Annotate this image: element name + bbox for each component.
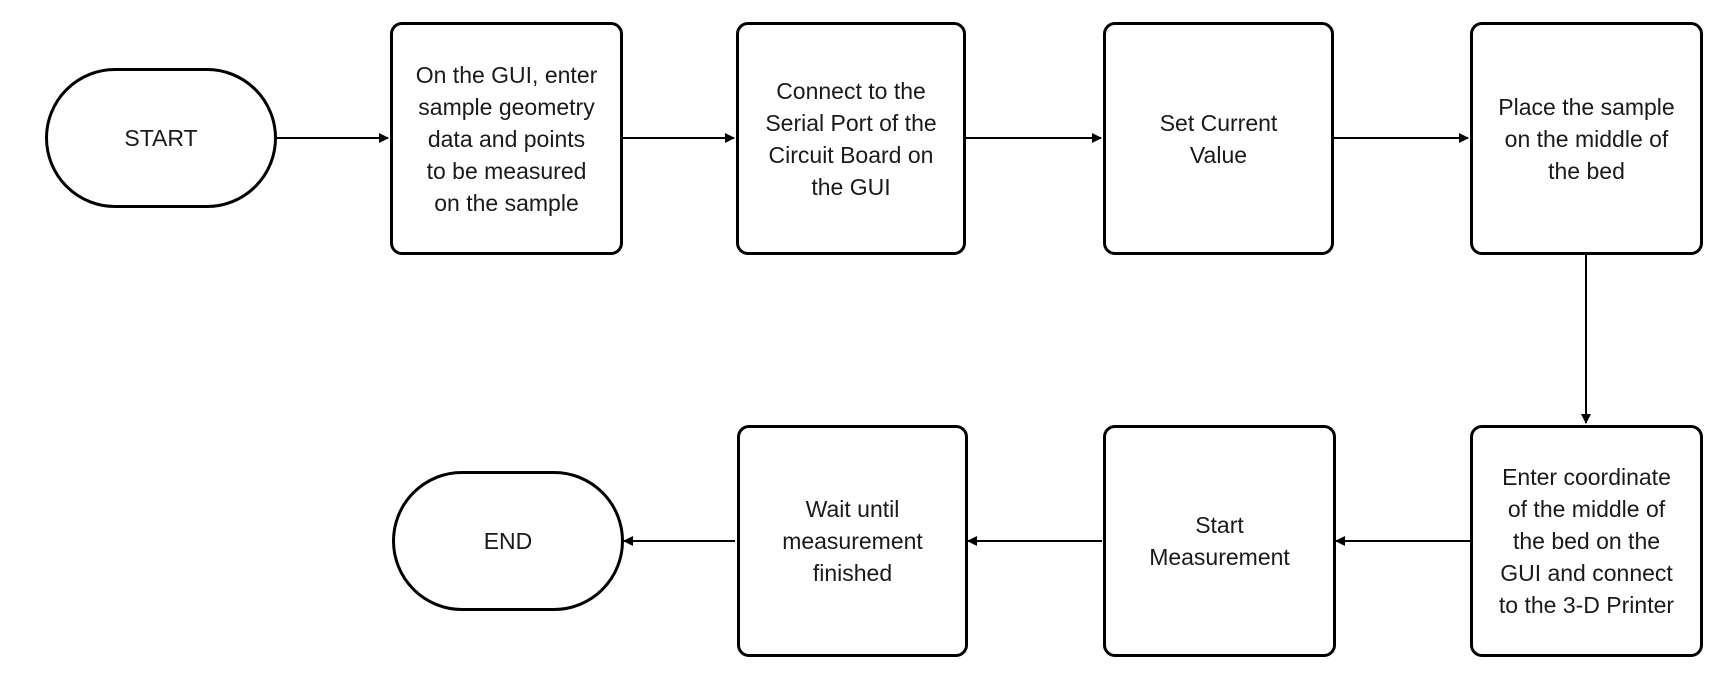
- step-enter-sample-geometry-label: On the GUI, enter sample geometry data a…: [415, 61, 598, 216]
- start-label: START: [124, 125, 198, 151]
- step-wait-until-finished-label: Wait until measurement finished: [782, 496, 923, 586]
- step-connect-serial-port: Connect to the Serial Port of the Circui…: [736, 22, 966, 255]
- step-start-measurement: Start Measurement: [1103, 425, 1336, 657]
- step-connect-serial-port-label: Connect to the Serial Port of the Circui…: [765, 77, 937, 200]
- step-place-sample-label: Place the sample on the middle of the be…: [1498, 93, 1675, 184]
- start-terminal: START: [45, 68, 277, 208]
- step-enter-sample-geometry: On the GUI, enter sample geometry data a…: [390, 22, 623, 255]
- step-enter-coordinate-label: Enter coordinate of the middle of the be…: [1498, 464, 1675, 618]
- step-wait-until-finished: Wait until measurement finished: [737, 425, 968, 657]
- end-terminal: END: [392, 471, 624, 611]
- step-set-current-value-label: Set Current Value: [1159, 109, 1278, 168]
- step-set-current-value: Set Current Value: [1103, 22, 1334, 255]
- step-place-sample: Place the sample on the middle of the be…: [1470, 22, 1703, 255]
- step-start-measurement-label: Start Measurement: [1149, 512, 1290, 570]
- end-label: END: [483, 528, 533, 554]
- step-enter-coordinate: Enter coordinate of the middle of the be…: [1470, 425, 1703, 657]
